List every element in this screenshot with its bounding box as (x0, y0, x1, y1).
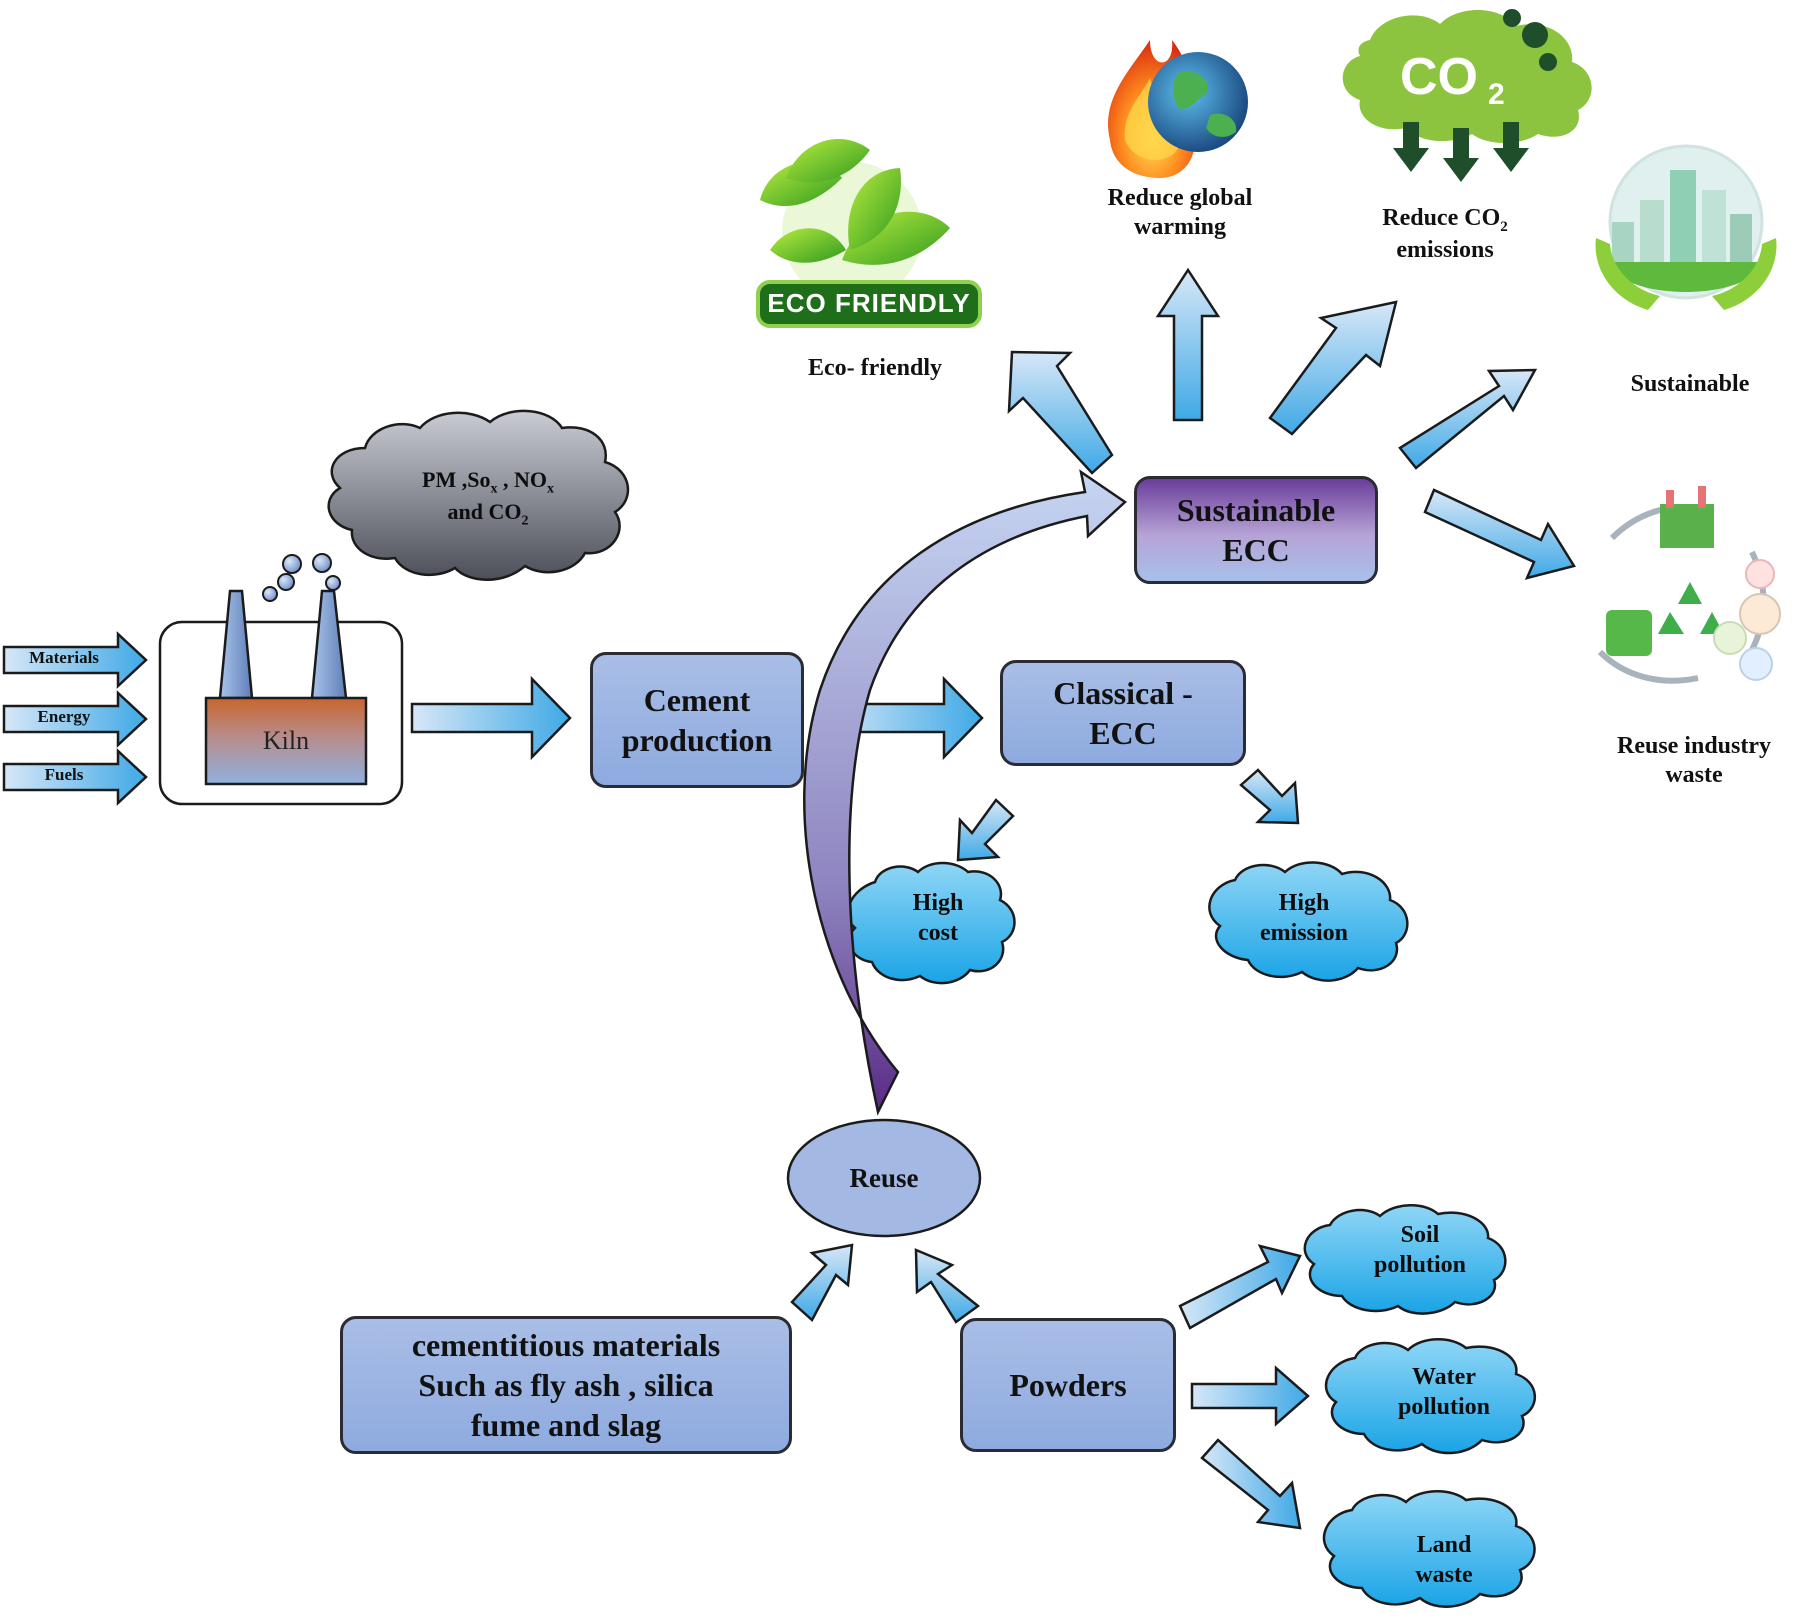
benefit-arrows (1007, 267, 1576, 580)
classical-to-highemission-arrow (1239, 768, 1300, 825)
kiln-to-cement-arrow (410, 675, 572, 761)
to-eco-friendly-arrow (1007, 350, 1114, 475)
powders-to-reuse-arrow (914, 1248, 981, 1324)
sustainable-icon (1595, 144, 1777, 310)
powders-box[interactable]: Powders (960, 1318, 1176, 1452)
global-warming-icon (1108, 40, 1248, 178)
reuse-to-sustainable-curve-arrow (803, 469, 1128, 1116)
kiln-chimney-right (310, 589, 348, 700)
kiln-label: Kiln (262, 726, 310, 755)
soil-cloud (1303, 1204, 1507, 1315)
eco-badge-text: ECO FRIENDLY (767, 288, 971, 318)
energy-label: Energy (37, 707, 91, 726)
kiln-body (204, 696, 368, 786)
cementitious-to-reuse-arrow (790, 1243, 854, 1322)
to-reuse-waste-arrow (1423, 488, 1576, 580)
powders-to-land-arrow (1200, 1438, 1302, 1530)
smoke-bubbles (262, 553, 341, 602)
to-co2-arrow (1268, 300, 1398, 436)
input-arrows (2, 631, 148, 806)
co2-icon-sub: 2 (1488, 78, 1505, 111)
high-emission-cloud (1208, 861, 1409, 982)
emission-cloud (327, 409, 630, 581)
emission-cloud-label: PM ,Sox , NOx and CO2 (422, 467, 554, 529)
land-cloud (1322, 1490, 1536, 1608)
energy-arrow (2, 690, 148, 748)
fuels-arrow (2, 748, 148, 806)
materials-label: Materials (29, 648, 99, 667)
kiln-chimney-left (218, 589, 254, 700)
eco-friendly-label: Eco- friendly (808, 355, 942, 381)
fuels-label: Fuels (44, 765, 84, 784)
eco-friendly-icon (756, 139, 982, 328)
sustainable-label: Sustainable (1630, 371, 1750, 397)
powders-to-soil-arrow (1178, 1244, 1302, 1330)
reuse-label: Reuse (849, 1163, 919, 1193)
to-global-warming-arrow (1155, 267, 1221, 422)
to-sustainable-arrow (1398, 368, 1538, 470)
powders-to-water-arrow (1190, 1365, 1310, 1427)
classical-ecc-box[interactable]: Classical -ECC (1000, 660, 1246, 766)
co2-icon-text: CO (1400, 48, 1478, 106)
water-cloud (1324, 1338, 1537, 1455)
reuse-ellipse (786, 1118, 982, 1238)
reuse-waste-icon (1597, 486, 1781, 684)
materials-arrow (2, 631, 148, 689)
classical-to-highcost-arrow (956, 798, 1015, 862)
co2-icon: CO 2 (1342, 9, 1592, 182)
cement-production-box[interactable]: Cement production (590, 652, 804, 788)
